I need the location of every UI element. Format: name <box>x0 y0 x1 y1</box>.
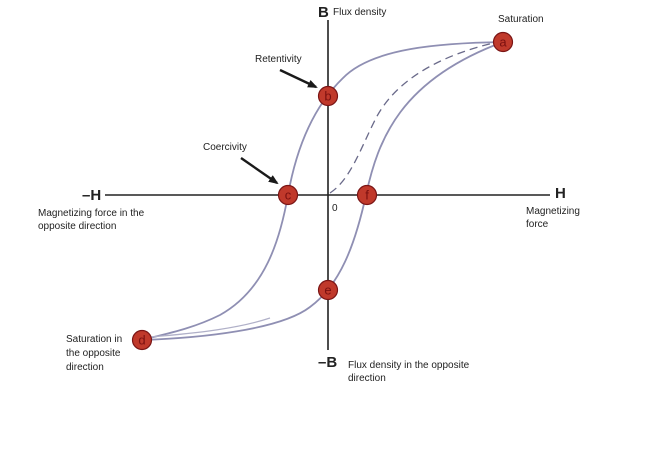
point-f-label: f <box>365 188 369 203</box>
point-d: d <box>131 329 153 351</box>
origin-label: 0 <box>332 203 338 214</box>
point-b: b <box>317 85 339 107</box>
positive-h-label-line2: force <box>526 219 549 230</box>
point-b-label: b <box>324 89 331 104</box>
hysteresis-lower-branch-faint <box>149 317 271 338</box>
positive-h-symbol: H <box>555 185 566 202</box>
retentivity-arrow <box>279 68 318 89</box>
point-f: f <box>356 184 378 206</box>
positive-h-label-line1: Magnetizing <box>526 206 580 217</box>
point-d-label: d <box>138 333 145 348</box>
negative-b-symbol: –B <box>318 354 337 371</box>
negative-h-label-line1: Magnetizing force in the <box>38 208 145 219</box>
coercivity-label: Coercivity <box>203 142 247 153</box>
negative-h-label-line2: opposite direction <box>38 221 116 232</box>
point-a-label: a <box>499 35 507 50</box>
point-c: c <box>277 184 299 206</box>
saturation-opposite-label-line2: the opposite <box>66 348 121 359</box>
point-c-label: c <box>285 188 292 203</box>
point-e: e <box>317 279 339 301</box>
positive-b-label: Flux density <box>333 7 386 18</box>
point-e-label: e <box>324 283 331 298</box>
saturation-label: Saturation <box>498 14 544 25</box>
hysteresis-lower-branch <box>141 41 504 341</box>
negative-b-label-line2: direction <box>348 373 386 384</box>
point-a: a <box>492 31 514 53</box>
saturation-opposite-label-line1: Saturation in <box>66 334 122 345</box>
initial-magnetization-curve <box>329 41 499 194</box>
retentivity-label: Retentivity <box>255 54 302 65</box>
negative-h-symbol: –H <box>82 187 101 204</box>
negative-b-label-line1: Flux density in the opposite <box>348 360 470 371</box>
positive-b-symbol: B <box>318 4 329 21</box>
saturation-opposite-label-line3: direction <box>66 362 104 373</box>
coercivity-arrow <box>240 157 279 185</box>
